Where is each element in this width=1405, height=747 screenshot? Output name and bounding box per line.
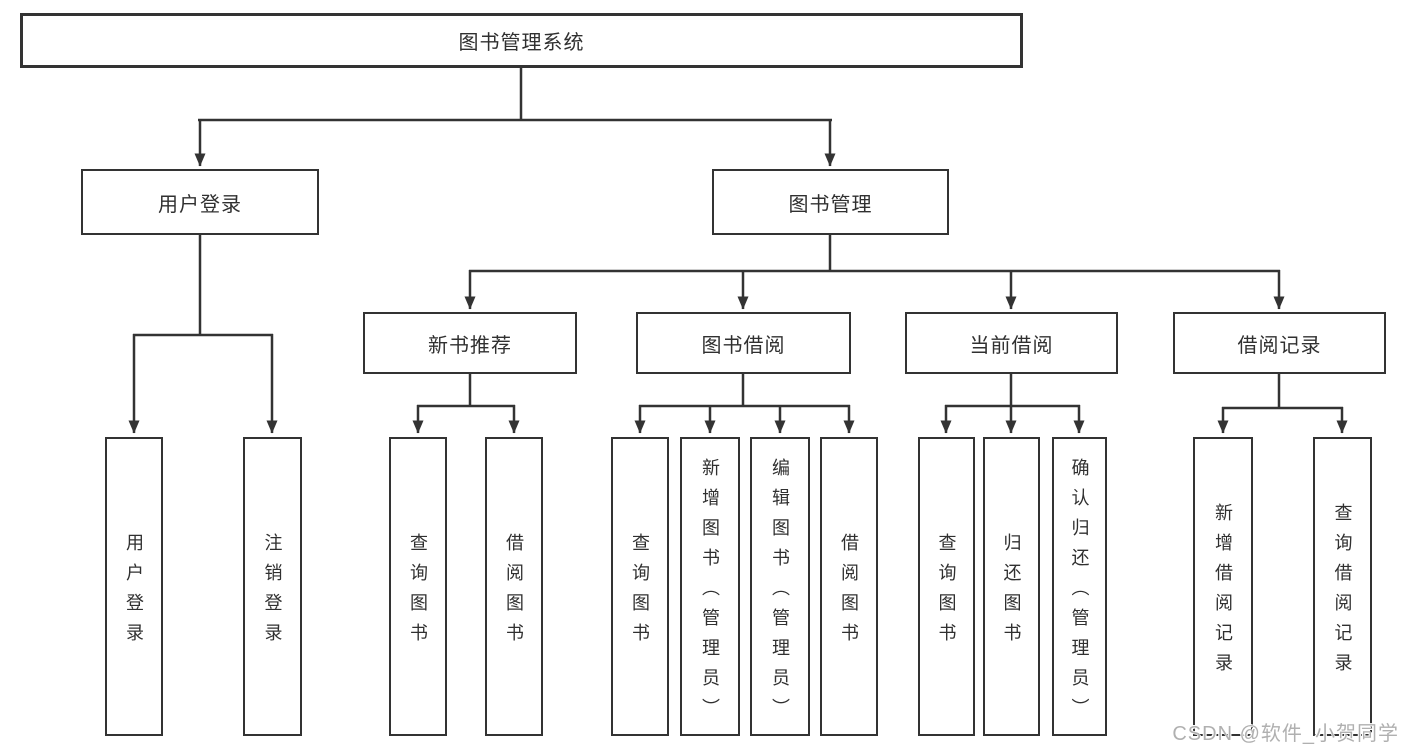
node-root-book-management-system: 图书管理系统 (20, 13, 1023, 68)
node-current-borrow: 当前借阅 (905, 312, 1118, 374)
leaf-borrow-books-2: 借阅图书 (820, 437, 878, 736)
leaf-query-borrow-record: 查询借阅记录 (1313, 437, 1372, 736)
node-borrow-records: 借阅记录 (1173, 312, 1386, 374)
leaf-edit-books-admin: 编辑图书（管理员） (750, 437, 810, 736)
csdn-watermark: CSDN @软件_小贺同学 (1172, 723, 1399, 745)
node-book-management: 图书管理 (712, 169, 949, 235)
leaf-return-books: 归还图书 (983, 437, 1040, 736)
leaf-logout: 注销登录 (243, 437, 302, 736)
node-user-login: 用户登录 (81, 169, 319, 235)
leaf-label: 确认归还（管理员） (1069, 457, 1090, 728)
leaf-label: 查询图书 (408, 532, 428, 653)
leaf-label: 借阅图书 (839, 532, 859, 653)
leaf-label: 编辑图书（管理员） (770, 457, 790, 728)
leaf-confirm-return-admin: 确认归还（管理员） (1052, 437, 1107, 736)
leaf-query-books-2: 查询图书 (611, 437, 669, 736)
leaf-label: 新增借阅记录 (1213, 502, 1233, 683)
leaf-query-books-1: 查询图书 (389, 437, 447, 736)
leaf-label: 新增图书（管理员） (700, 457, 720, 728)
leaf-label: 用户登录 (124, 532, 144, 653)
leaf-label: 借阅图书 (504, 532, 524, 653)
leaf-add-books-admin: 新增图书（管理员） (680, 437, 740, 736)
leaf-add-borrow-record: 新增借阅记录 (1193, 437, 1253, 736)
leaf-borrow-books-1: 借阅图书 (485, 437, 543, 736)
leaf-user-login: 用户登录 (105, 437, 163, 736)
leaf-label: 查询借阅记录 (1332, 502, 1353, 683)
leaf-label: 归还图书 (1001, 532, 1022, 653)
leaf-query-books-3: 查询图书 (918, 437, 975, 736)
leaf-label: 查询图书 (630, 532, 650, 653)
leaf-label: 查询图书 (936, 532, 957, 653)
leaf-label: 注销登录 (262, 532, 283, 653)
node-new-book-recommend: 新书推荐 (363, 312, 577, 374)
node-book-borrow: 图书借阅 (636, 312, 851, 374)
